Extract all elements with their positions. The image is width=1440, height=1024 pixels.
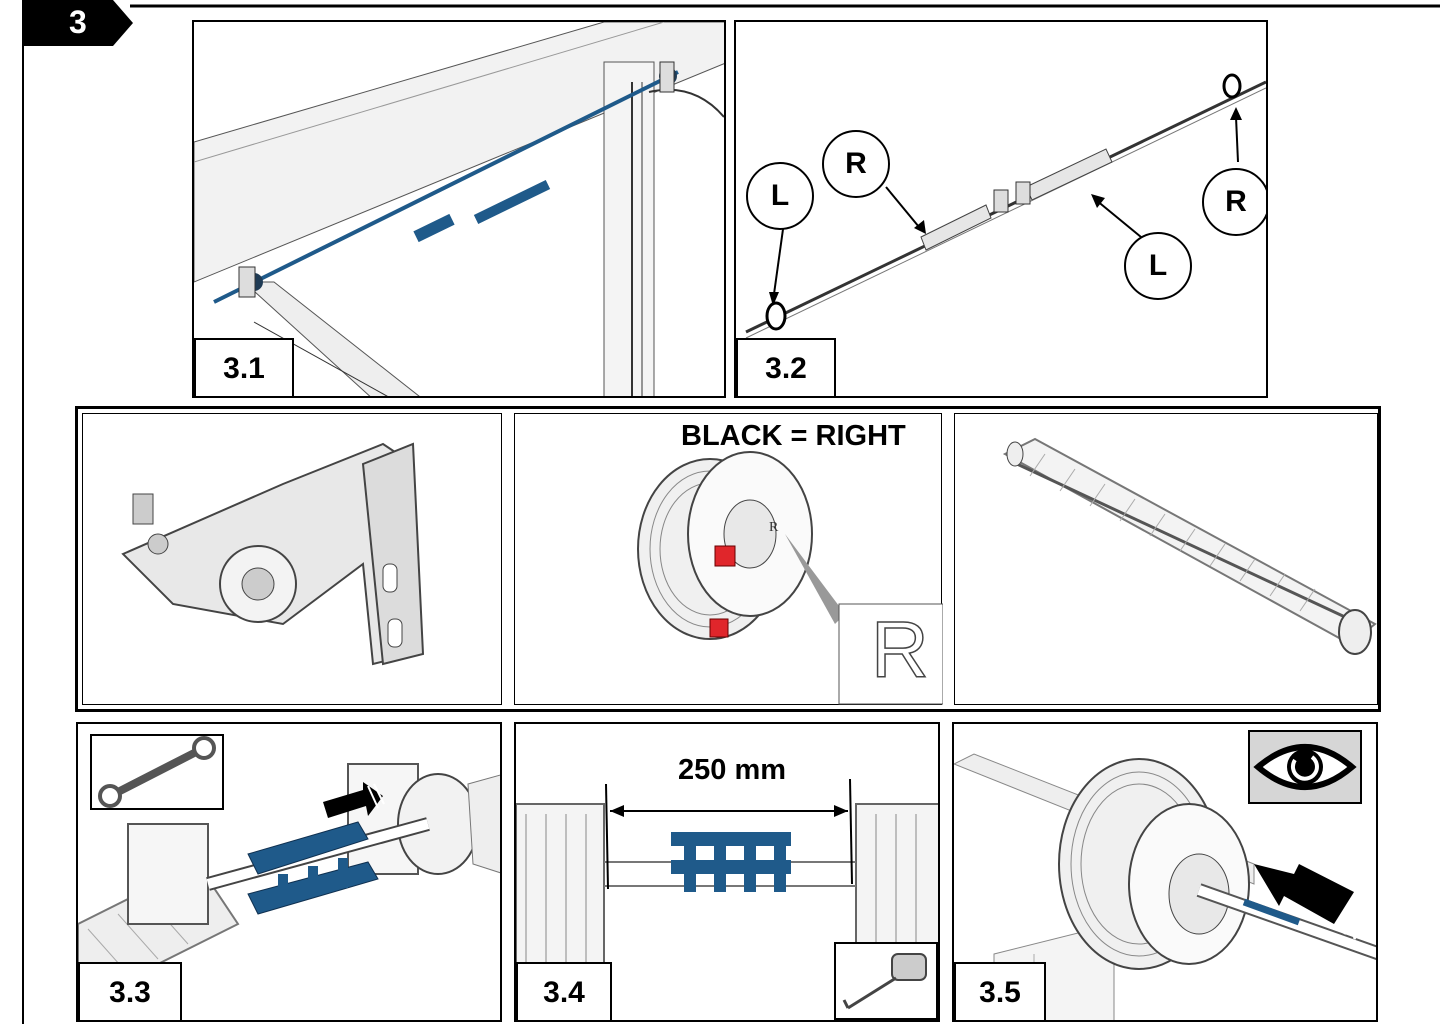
panel-3-5: 3.5 bbox=[952, 722, 1378, 1022]
shaft-assembly-illustration bbox=[745, 73, 1266, 339]
panel-label: 3.5 bbox=[954, 962, 1046, 1020]
drum-panel: BLACK = RIGHT R R bbox=[514, 413, 943, 705]
step-number: 3 bbox=[69, 4, 87, 40]
panel-label: 3.3 bbox=[78, 962, 182, 1020]
panel-3-1: 3.1 bbox=[192, 20, 726, 398]
cable-drum-illustration bbox=[637, 451, 943, 705]
marker-right-spring: R bbox=[822, 130, 890, 198]
door-frame-shaft-illustration bbox=[194, 22, 724, 396]
torsion-spring-illustration bbox=[1002, 437, 1377, 655]
marker-left-spring: L bbox=[1124, 232, 1192, 300]
bracket-panel bbox=[82, 413, 502, 705]
panel-label: 3.4 bbox=[516, 962, 612, 1020]
drum-alignment-illustration bbox=[954, 753, 1376, 1020]
panel-3-4: 250 mm 3.4 bbox=[514, 722, 940, 1022]
marker-right-drum: R bbox=[1202, 168, 1266, 236]
panel-3-3: 3.3 bbox=[76, 722, 502, 1022]
panel-3-2: L R L R 3.2 bbox=[734, 20, 1268, 398]
panel-label: 3.1 bbox=[194, 338, 294, 396]
panel-label: 3.2 bbox=[736, 338, 836, 396]
coupler-install-illustration bbox=[78, 763, 500, 985]
drum-mark-small: R bbox=[769, 520, 779, 535]
wrench-icon bbox=[90, 734, 224, 810]
step-badge: 3 bbox=[23, 0, 133, 46]
eye-icon bbox=[1248, 730, 1362, 804]
spacing-measure-illustration bbox=[516, 778, 938, 975]
drum-orientation-note: BLACK = RIGHT bbox=[681, 420, 906, 452]
spring-panel bbox=[954, 413, 1378, 705]
parts-row: BLACK = RIGHT R R bbox=[75, 406, 1381, 712]
bearing-bracket-illustration bbox=[121, 442, 425, 666]
drum-mark-zoom: R bbox=[870, 605, 929, 694]
tape-measure-icon bbox=[834, 942, 938, 1020]
marker-left-drum: L bbox=[746, 162, 814, 230]
distance-label: 250 mm bbox=[678, 754, 787, 786]
